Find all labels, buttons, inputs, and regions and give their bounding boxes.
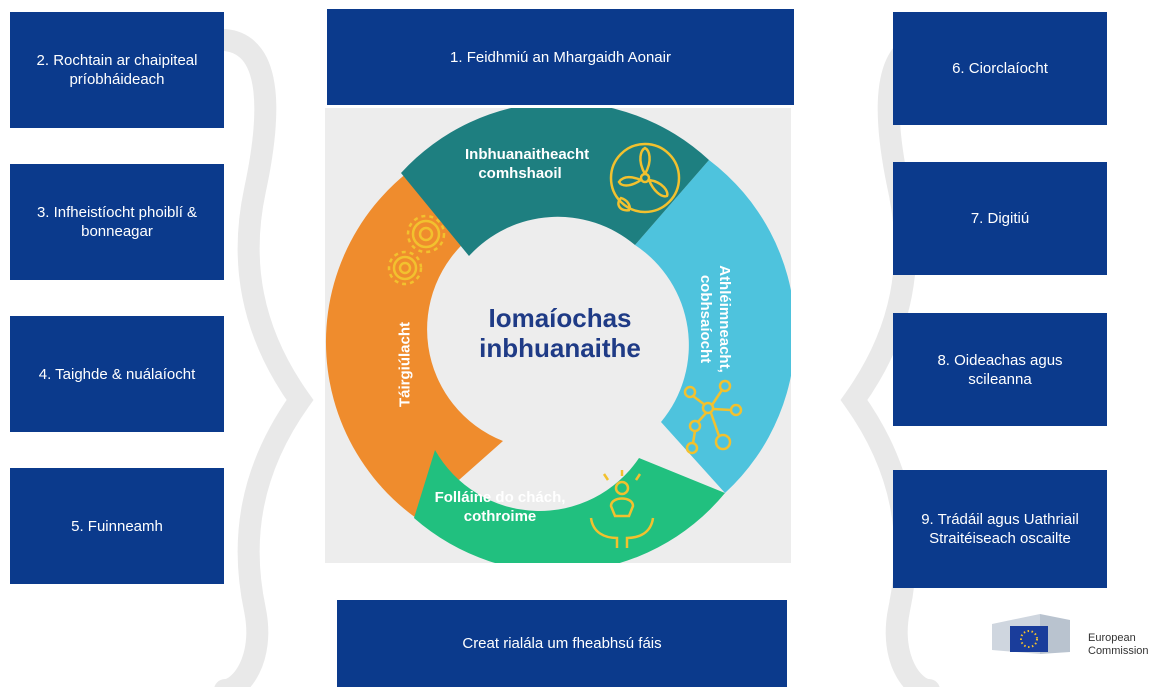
segment-label-productivity: Táirgiúlacht xyxy=(396,322,414,408)
segment-resilience xyxy=(635,160,791,493)
pillar-box-5: 5. Fuinneamh xyxy=(10,468,224,584)
european-commission-label: European Commission xyxy=(1088,632,1149,657)
segment-label-resilience: Athléimneacht, cobhsaíocht xyxy=(697,265,733,373)
pillar-box-1: 1. Feidhmiú an Mhargaidh Aonair xyxy=(327,9,794,105)
wind-turbine-leaf-icon xyxy=(609,142,681,214)
european-commission-logo xyxy=(992,614,1070,654)
pillar-box-3: 3. Infheistíocht phoiblí &bonneagar xyxy=(10,164,224,280)
segment-environment xyxy=(401,108,709,256)
network-nodes-icon xyxy=(683,379,743,455)
cycle-diagram xyxy=(325,108,791,563)
center-title: Iomaíochas inbhuanaithe xyxy=(479,303,641,363)
regulatory-framework-box: Creat rialála um fheabhsú fáis xyxy=(337,600,787,687)
pillar-box-4: 4. Taighde & nuálaíocht xyxy=(10,316,224,432)
pillar-box-6: 6. Ciorclaíocht xyxy=(893,12,1107,125)
pillar-box-7: 7. Digitiú xyxy=(893,162,1107,275)
segment-label-environment: Inbhuanaitheacht comhshaoil xyxy=(465,146,590,182)
hands-person-icon xyxy=(589,470,655,548)
segment-label-wellbeing: Folláine do chách, cothroime xyxy=(434,489,566,525)
gears-icon xyxy=(387,214,446,286)
segment-wellbeing xyxy=(414,450,725,563)
